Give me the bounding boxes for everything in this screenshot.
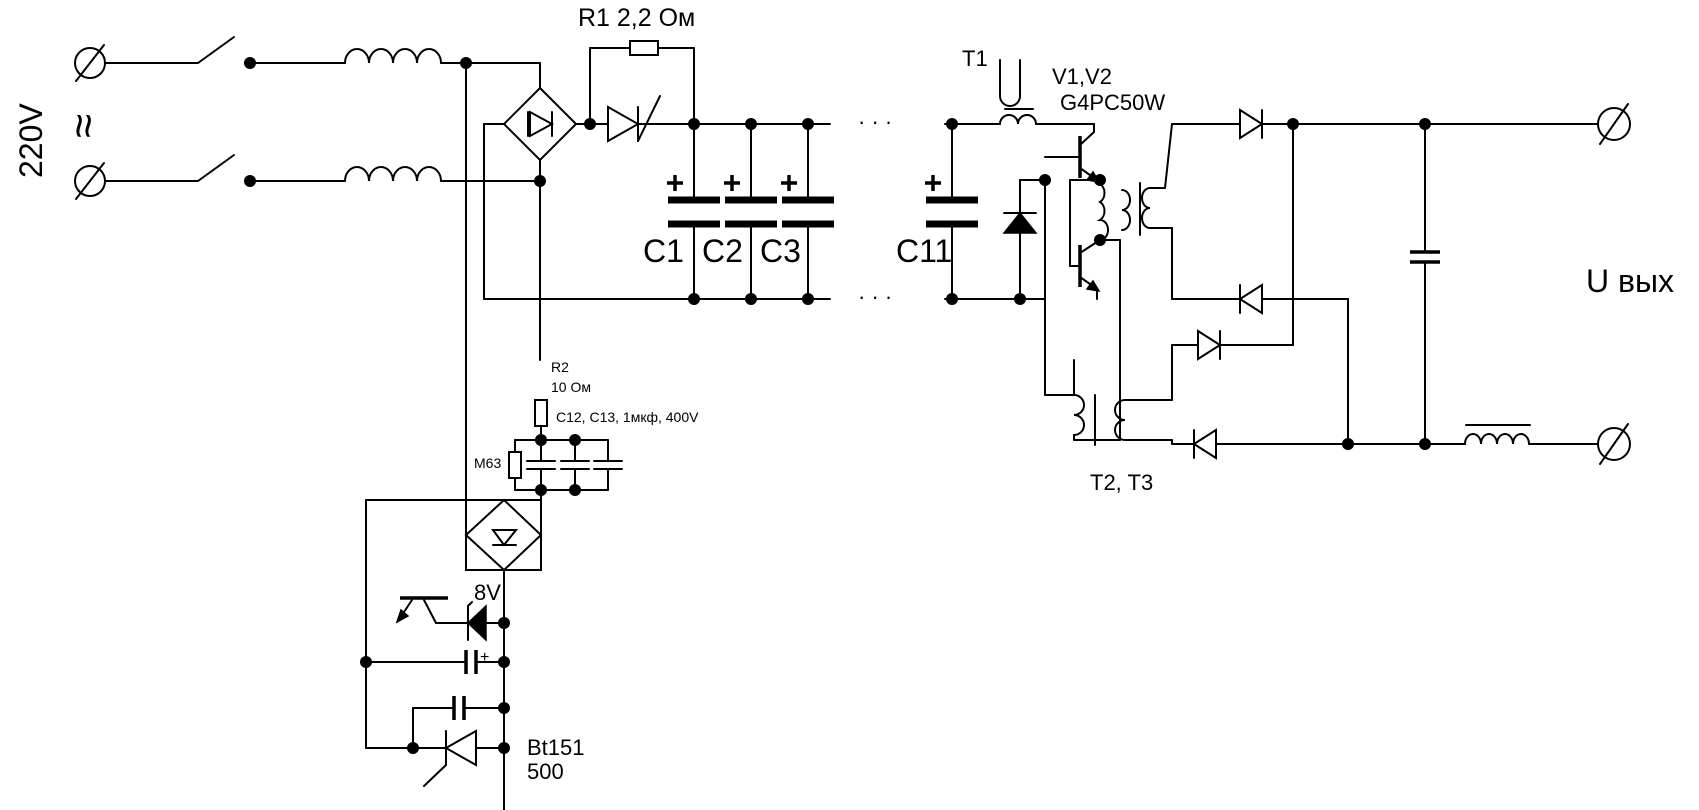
aux-capacitor-1: + [360,649,510,674]
zener-label: 8V [474,580,501,605]
freewheel-diode [1002,179,1046,300]
aux-supply: R2 10 Ом C12, C13, 1мкф, 400V M63 [465,62,699,533]
aux-capacitor-2 [412,696,510,720]
output-diode-1 [1171,108,1421,140]
aux-cap-plus: + [480,649,489,666]
ac-symbol-label: ≈ [59,114,108,138]
c1-label: C1 [643,233,684,269]
input-choke [249,48,546,187]
mains-voltage-label: 220V [13,103,49,178]
aux-control-circuit: 8V + [360,499,585,787]
mains-switch [104,36,256,187]
capacitor-c11: C11 [896,123,978,300]
m63-resistor [508,451,522,479]
output-voltage-label: U вых [1586,263,1674,299]
t1-label: T1 [962,46,988,71]
svg-text:· · ·: · · · [858,109,892,134]
output-filter-capacitor [1410,118,1440,450]
zener-diode: 8V [395,580,510,642]
capacitor-c2: C2 [702,123,777,300]
r2-value-label: 10 Ом [551,379,591,395]
capacitor-c1: C1 [643,123,720,300]
main-thyristor [589,95,695,143]
capacitor-c3: C3 [760,123,834,300]
r1-resistor [629,40,659,56]
v1v2-label: V1,V2 [1052,64,1112,89]
c11-label: C11 [896,233,952,269]
power-transformer-lower: T2, T3 [1073,344,1173,495]
r1-label: R1 2,2 Ом [578,4,695,32]
aux-bridge-rectifier [464,498,543,810]
control-thyristor: Bt151 500 [407,707,585,787]
svg-text:· · ·: · · · [858,284,892,309]
c2-label: C2 [702,233,743,269]
input-terminal-top [74,44,106,82]
t1-current-transformer: T1 V1,V2 G4PC50W [962,46,1165,125]
input-section: 220V ≈ [13,36,546,200]
output-choke [1464,424,1599,445]
thyristor-value-label: 500 [527,759,564,784]
thyristor-label: Bt151 [527,735,585,760]
dc-bus: · · · · · · [483,109,1046,309]
igbt-model-label: G4PC50W [1060,90,1165,115]
c12c13-label: C12, C13, 1мкф, 400V [556,409,699,425]
r2-resistor [534,399,548,427]
t2t3-label: T2, T3 [1090,470,1153,495]
r1-inrush-bypass: R1 2,2 Ом [578,4,695,143]
m63-label: M63 [474,455,501,471]
c3-label: C3 [760,233,801,269]
output-diode-2 [1171,283,1349,445]
r2-label: R2 [551,359,569,375]
output-terminals: U вых [1419,103,1674,465]
half-bridge-midpoint [1039,174,1121,441]
input-terminal-bottom [74,162,106,200]
igbt-v1 [1044,123,1101,184]
output-diode-3 [1171,123,1294,361]
power-transformer-upper [1121,123,1173,300]
